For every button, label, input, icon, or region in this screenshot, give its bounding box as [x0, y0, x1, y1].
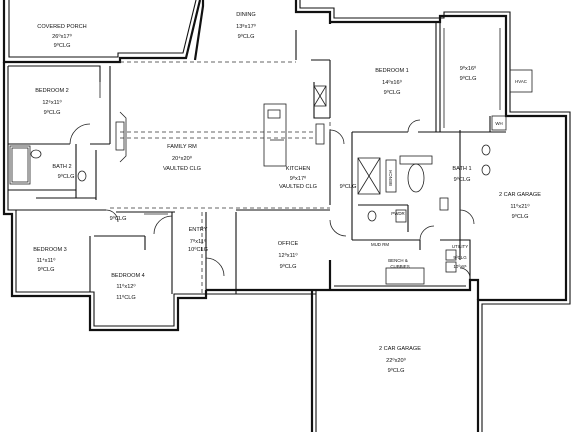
kitchen-name: KITCHEN: [286, 166, 311, 172]
office-name: OFFICE: [278, 241, 299, 247]
hall-center-clg: 9⁰CLG: [110, 215, 127, 222]
garage-front-dims: 22⁰x20⁰: [386, 357, 406, 364]
covered-porch-clg: 9⁰CLG: [54, 42, 71, 49]
bath-1-clg: 9⁰CLG: [454, 176, 471, 183]
office-clg: 9⁰CLG: [280, 263, 297, 270]
bedroom-2-dims: 12⁶x11⁰: [42, 99, 62, 106]
garage-right-clg: 9⁰CLG: [512, 213, 529, 220]
kitchen-clg: VAULTED CLG: [279, 184, 317, 190]
family-rm-name: FAMILY RM: [167, 144, 197, 150]
bedroom-3-dims: 11⁴x11⁰: [36, 257, 56, 264]
mud-rm-line3: CUBBIES: [390, 264, 409, 269]
entry-clg: 10⁰CLG: [188, 246, 208, 253]
bedroom-1-clg: 9⁰CLG: [384, 89, 401, 96]
mud-rm-line2: BENCH &: [388, 258, 408, 263]
closet-1-dims: 9⁰x16⁰: [460, 65, 477, 72]
door-swings: [69, 119, 475, 279]
bedroom-1-name: BEDROOM 1: [375, 68, 409, 74]
covered-porch-name: COVERED PORCH: [37, 24, 86, 30]
bedroom-4-clg: 11⁰CLG: [116, 294, 136, 301]
utility-name: UTILITY: [452, 244, 468, 249]
closet-1-clg: 9⁰CLG: [460, 75, 477, 82]
dining-dims: 13⁸x17⁰: [236, 23, 257, 30]
wh-label: WH: [495, 121, 502, 126]
bath-2-name: BATH 2: [52, 164, 71, 170]
bath-1-name: BATH 1: [452, 166, 471, 172]
office-dims: 12⁰x11⁰: [278, 252, 298, 259]
room-labels: COVERED PORCH 26⁰x17⁰ 9⁰CLG DINING 13⁸x1…: [33, 12, 541, 374]
entry-dims: 7⁸x11⁶: [190, 238, 206, 245]
bedroom-2-name: BEDROOM 2: [35, 88, 69, 94]
bath-2-clg: 9⁰CLG: [58, 173, 75, 180]
garage-front-name: 2 CAR GARAGE: [379, 346, 421, 352]
pwdr-name: PWDR: [391, 211, 404, 216]
garage-right-name: 2 CAR GARAGE: [499, 192, 541, 198]
hall-kitchen-clg: 9⁰CLG: [340, 183, 357, 190]
fixtures: [9, 28, 533, 285]
hvac-label: HVAC: [515, 79, 527, 84]
bedroom-2-clg: 9⁰CLG: [44, 109, 61, 116]
covered-porch-dims: 26⁰x17⁰: [52, 33, 72, 40]
family-rm-dims: 20⁴x20⁰: [172, 155, 193, 162]
mud-rm-name: MUD RM: [371, 242, 389, 247]
utility-dims: 10⁰x8⁶: [453, 264, 466, 269]
bedroom-3-clg: 9⁰CLG: [38, 266, 55, 273]
family-rm-clg: VAULTED CLG: [163, 166, 201, 172]
bedroom-1-dims: 14⁰x16⁰: [382, 79, 402, 86]
bench-label: BENCH: [388, 170, 393, 185]
garage-right-dims: 11⁰x21⁰: [510, 203, 530, 210]
interior-walls: [8, 22, 506, 294]
entry-name: ENTRY: [189, 227, 208, 233]
bedroom-4-name: BEDROOM 4: [111, 273, 145, 279]
bedroom-3-name: BEDROOM 3: [33, 247, 67, 253]
garage-front-clg: 9⁰CLG: [388, 367, 405, 374]
utility-clg: 9⁰CLG: [453, 255, 467, 260]
kitchen-dims: 9⁰x17⁰: [290, 175, 307, 182]
dining-name: DINING: [236, 12, 256, 18]
bedroom-4-dims: 11⁰x12⁰: [116, 283, 136, 290]
dining-clg: 9⁰CLG: [238, 33, 255, 40]
